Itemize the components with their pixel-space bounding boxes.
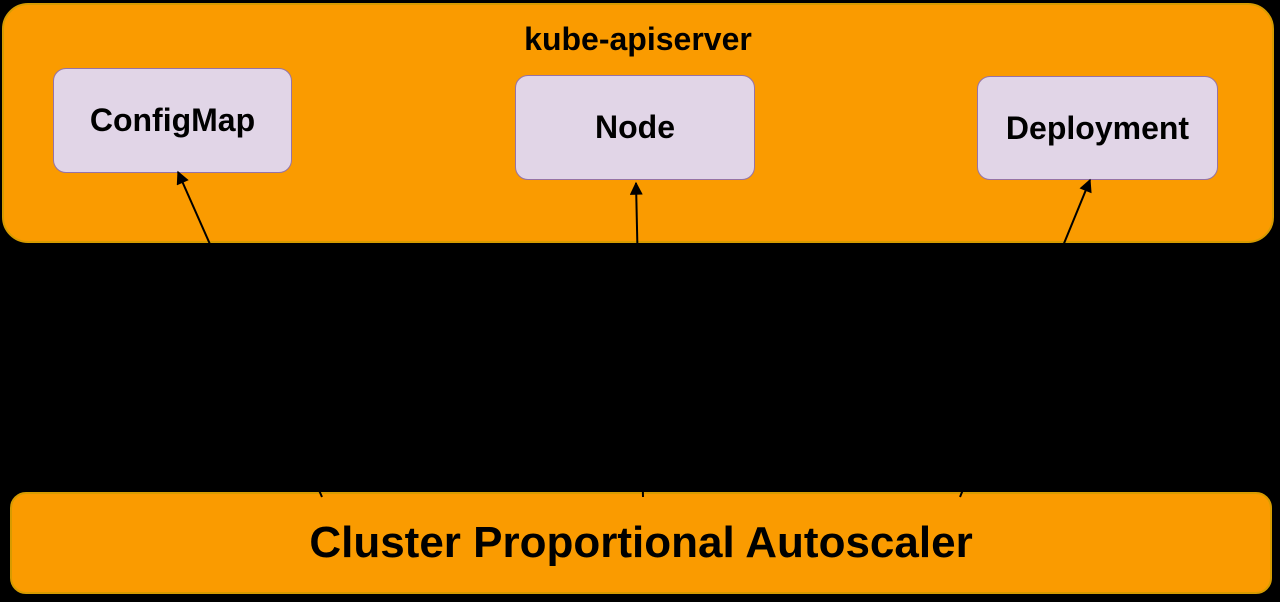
- deployment-label: Deployment: [1005, 109, 1190, 146]
- configmap-node: ConfigMap: [53, 68, 292, 173]
- configmap-label: ConfigMap: [89, 102, 256, 138]
- node-node: Node: [515, 75, 755, 180]
- kube-apiserver-group: kube-apiserver ConfigMap Node Deployment: [2, 3, 1274, 243]
- autoscaler-label: Cluster Proportional Autoscaler: [309, 518, 973, 567]
- autoscaler-node: Cluster Proportional Autoscaler: [10, 492, 1272, 594]
- kube-apiserver-label: kube-apiserver: [524, 21, 752, 57]
- deployment-node: Deployment: [977, 76, 1218, 180]
- node-label: Node: [595, 109, 675, 145]
